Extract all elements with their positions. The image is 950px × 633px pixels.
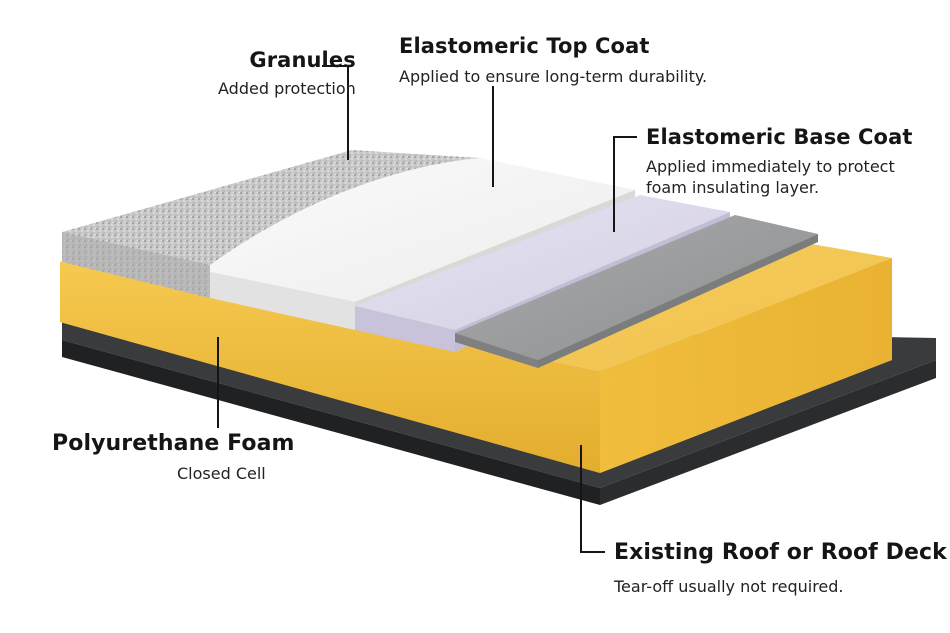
base-coat-leader-line — [613, 136, 637, 232]
top-coat-label: Elastomeric Top Coat Applied to ensure l… — [399, 34, 707, 87]
top-coat-title: Elastomeric Top Coat — [399, 34, 650, 58]
base-coat-subtitle: Applied immediately to protect foam insu… — [646, 157, 895, 197]
foam-subtitle: Closed Cell — [177, 464, 266, 483]
deck-subtitle: Tear-off usually not required. — [614, 577, 844, 596]
base-coat-title: Elastomeric Base Coat — [646, 125, 913, 149]
granules-label: Granules Added protection — [218, 48, 356, 99]
foam-title: Polyurethane Foam — [52, 431, 295, 456]
foam-label: Polyurethane Foam Closed Cell — [52, 431, 295, 484]
top-coat-subtitle: Applied to ensure long-term durability. — [399, 67, 708, 86]
granules-title: Granules — [249, 48, 356, 72]
base-coat-label: Elastomeric Base Coat Applied immediatel… — [646, 125, 916, 198]
leader-lines — [217, 65, 637, 553]
grey-coat-layer — [455, 215, 818, 368]
deck-leader-line — [580, 445, 605, 553]
granules-leader-line — [322, 65, 349, 160]
granules-subtitle: Added protection — [218, 79, 356, 98]
deck-title: Existing Roof or Roof Deck — [614, 540, 947, 565]
deck-label: Existing Roof or Roof Deck Tear-off usua… — [614, 540, 947, 597]
